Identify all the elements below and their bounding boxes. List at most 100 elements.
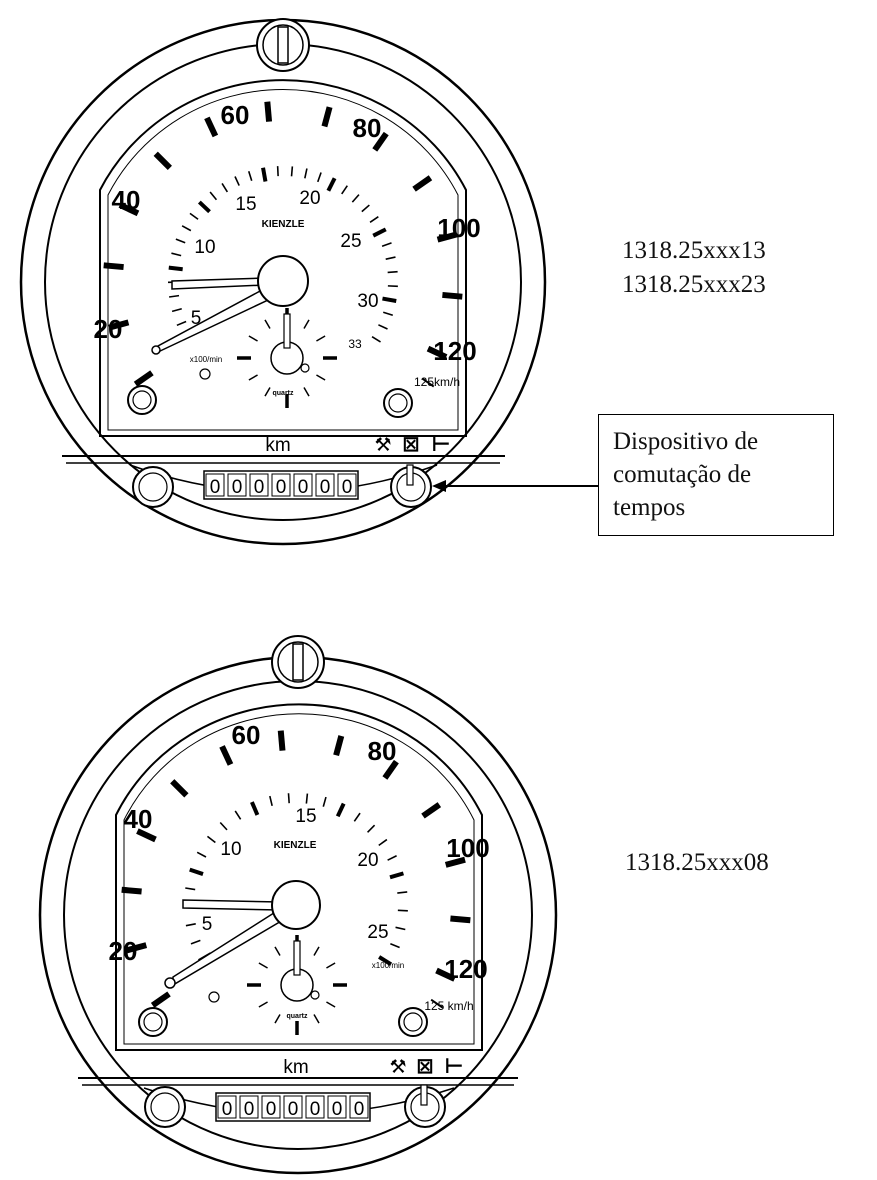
- tachograph-top: 20 40 60 80 100 120 5 10 15 20 25 30 33 …: [19, 18, 547, 546]
- callout-line: Dispositivo de: [613, 428, 759, 455]
- clock-tick: [303, 387, 310, 397]
- speed-unit-label: 125km/h: [414, 375, 460, 389]
- needle-group: [164, 880, 321, 989]
- rpm-tick: [171, 252, 182, 257]
- odometer-cell: [293, 473, 313, 497]
- rpm-tick: [168, 265, 183, 272]
- rpm-tick: [196, 851, 207, 858]
- face-screw-right-icon: [383, 388, 413, 418]
- mode-symbol-availability-icon: ⊠: [416, 1055, 434, 1078]
- brand-label: KIENZLE: [274, 840, 317, 851]
- speed-label-40: 40: [112, 185, 141, 215]
- model-number: 1318.25xxx23: [622, 271, 766, 298]
- rpm-tick: [175, 238, 186, 244]
- time-switch-knob[interactable]: [390, 464, 432, 508]
- face-screw-left-icon: [127, 385, 157, 415]
- speed-label-80: 80: [368, 736, 397, 766]
- speed-tick: [444, 856, 466, 868]
- speed-label-20: 20: [109, 936, 138, 966]
- odometer-digit: 0: [276, 477, 287, 498]
- speed-tick: [264, 101, 273, 122]
- rpm-tick: [250, 801, 260, 816]
- rpm-tick: [366, 824, 376, 833]
- odometer-digit: 0: [298, 477, 309, 498]
- rpm-label-15: 15: [295, 806, 316, 827]
- rpm-tick: [351, 194, 360, 203]
- speed-tick: [412, 175, 433, 192]
- rpm-tick: [269, 795, 273, 807]
- mode-symbol-rest-icon: ⊢: [444, 1055, 463, 1078]
- clock-hand: [283, 313, 291, 349]
- rpm-tick: [322, 796, 327, 807]
- rpm-tick: [171, 307, 182, 313]
- clock-tick: [258, 962, 268, 969]
- reset-knob-left-icon: [144, 1086, 186, 1128]
- clock-tick: [326, 962, 336, 969]
- rpm-tick: [397, 891, 408, 894]
- speed-end-tick: [430, 998, 444, 1009]
- speed-tick: [372, 131, 389, 152]
- rpm-tick: [219, 821, 228, 831]
- rpm-label-5: 5: [202, 914, 213, 935]
- speed-tick: [170, 779, 189, 798]
- face-screw-right-icon: [398, 1007, 428, 1037]
- callout-line: comutação de: [613, 461, 752, 488]
- time-switch-knob[interactable]: [404, 1084, 446, 1128]
- clock-tick: [258, 1001, 268, 1008]
- rpm-label-10: 10: [220, 839, 241, 860]
- rpm-label-20: 20: [299, 188, 320, 209]
- rpm-tick: [341, 185, 348, 195]
- odometer-cell: [327, 1095, 347, 1119]
- rpm-label-30: 30: [357, 291, 378, 312]
- rpm-unit-label: x100/min: [190, 355, 222, 364]
- odometer-cell: [239, 1095, 259, 1119]
- rpm-tick: [305, 793, 309, 804]
- odometer-cell: [227, 473, 247, 497]
- rpm-tick: [378, 324, 388, 330]
- rpm-tick: [326, 177, 337, 192]
- odometer-digit: 0: [232, 477, 243, 498]
- top-screw-icon: [271, 635, 325, 689]
- rpm-label-15: 15: [235, 194, 256, 215]
- rpm-label-20: 20: [357, 850, 378, 871]
- rpm-tick: [382, 296, 397, 303]
- odometer-cell: [305, 1095, 325, 1119]
- rpm-label-25: 25: [340, 231, 361, 252]
- callout-arrow: [432, 480, 598, 492]
- clock-tick: [274, 946, 281, 956]
- speed-label-60: 60: [221, 100, 250, 130]
- speed-label-40: 40: [124, 804, 153, 834]
- clock-tick: [264, 387, 271, 397]
- odometer-digit: 0: [354, 1099, 365, 1120]
- clock-tick: [303, 319, 310, 329]
- speed-unit-label: 125 km/h: [424, 999, 473, 1013]
- odometer-cell: [205, 473, 225, 497]
- odometer-cell: [337, 473, 357, 497]
- rpm-tick: [189, 867, 204, 876]
- rpm-tick: [209, 191, 218, 201]
- clock-tick: [248, 374, 258, 381]
- rpm-tick: [197, 200, 211, 214]
- dial-window: [99, 79, 467, 437]
- speed-tick: [136, 828, 157, 843]
- clock-tick: [313, 1014, 320, 1024]
- rpm-unit-label: x100/min: [372, 961, 404, 970]
- odometer-digit: 0: [288, 1099, 299, 1120]
- rpm-tick: [395, 926, 406, 931]
- clock-hand: [293, 940, 301, 976]
- face-screw-left-icon: [138, 1007, 168, 1037]
- odometer-cell: [315, 473, 335, 497]
- odometer-unit-label: km: [265, 435, 290, 456]
- rpm-tick: [369, 216, 379, 223]
- rpm-tick: [381, 242, 392, 247]
- clock-tick: [326, 1001, 336, 1008]
- indicator-hole: [208, 991, 220, 1003]
- mode-symbol-work-icon: ⚒: [389, 1057, 406, 1078]
- odometer-cell: [283, 1095, 303, 1119]
- rpm-label-33: 33: [348, 337, 362, 351]
- clock-dial-bottom: [247, 935, 347, 1035]
- rpm-tick: [378, 955, 393, 967]
- rpm-tick: [397, 909, 408, 912]
- speed-label-120: 120: [444, 954, 487, 984]
